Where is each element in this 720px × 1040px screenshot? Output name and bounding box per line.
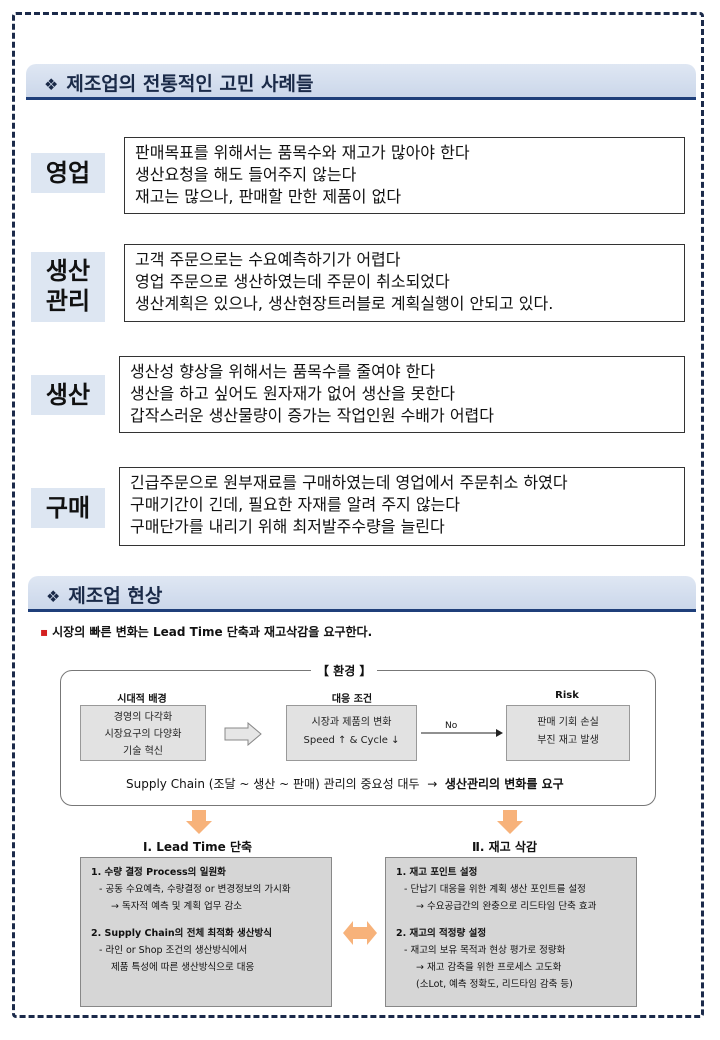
section-title-text: 제조업의 전통적인 고민 사례들 [66,73,314,95]
issue-line: 판매목표를 위해서는 품목수와 재고가 많아야 한다 [135,143,470,162]
lead-time-heading: Ⅰ. Lead Time 단축 [143,840,253,854]
issue-box-production-mgmt: 고객 주문으로는 수요예측하기가 어렵다 영업 주문으로 생산하였는데 주문이 … [124,244,685,322]
supply-chain-statement: Supply Chain (조달 ~ 생산 ~ 판매) 관리의 중요성 대두 →… [126,777,564,791]
issue-line: 생산성 향상을 위해서는 품목수를 줄여야 한다 [130,362,436,381]
section-title: ❖ 제조업 현상 [46,581,162,608]
col-head-risk: Risk [555,690,579,701]
issue-line: 고객 주문으로는 수요예측하기가 어렵다 [135,250,401,269]
page-frame [12,12,704,1018]
issue-line: 영업 주문으로 생산하였는데 주문이 취소되었다 [135,272,450,291]
section-title-text: 제조업 현상 [68,585,163,607]
background-box: 경영의 다각화 시장요구의 다양화 기술 혁신 [80,705,206,761]
response-box: 시장과 제품의 변화 Speed ↑ & Cycle ↓ [286,705,417,761]
lead-time-panel: 1. 수량 결정 Process의 일원화 - 공동 수요예측, 수량결정 or… [80,857,332,1007]
col-head-response: 대응 조건 [331,694,373,705]
col-head-background: 시대적 배경 [117,694,167,705]
environment-title: 【 환경 】 [311,662,378,679]
down-arrow-icon [497,810,523,834]
double-arrow-icon [343,921,377,945]
inventory-heading: Ⅱ. 재고 삭감 [472,840,537,854]
diamond-bullet-icon: ❖ [46,587,61,606]
down-arrow-icon [186,810,212,834]
issue-line: 생산을 하고 싶어도 원자재가 없어 생산을 못한다 [130,384,455,403]
section-header-traditional: ❖ 제조업의 전통적인 고민 사례들 [26,64,696,100]
square-bullet-icon: ▪ [40,625,49,639]
section-title: ❖ 제조업의 전통적인 고민 사례들 [44,69,313,96]
category-label-purchasing: 구매 [31,488,105,528]
issue-line: 생산계획은 있으나, 생산현장트러블로 계획실행이 안되고 있다. [135,294,554,313]
bullet-statement: ▪시장의 빠른 변화는 Lead Time 단축과 재고삭감을 요구한다. [40,625,373,639]
category-label-production-mgmt: 생산 관리 [31,252,105,322]
issue-box-purchasing: 긴급주문으로 원부재료를 구매하였는데 영업에서 주문취소 하였다 구매기간이 … [119,467,685,546]
issue-line: 구매단가를 내리기 위해 최저발주수량을 늘린다 [130,517,445,536]
thin-arrow-icon [421,729,503,737]
issue-box-production: 생산성 향상을 위해서는 품목수를 줄여야 한다 생산을 하고 싶어도 원자재가… [119,356,685,433]
no-label: No [445,721,458,731]
section-header-current: ❖ 제조업 현상 [28,576,696,612]
inventory-panel: 1. 재고 포인트 설정 - 단납기 대응을 위한 계획 생산 포인트를 설정 … [385,857,637,1007]
category-label-sales: 영업 [31,153,105,193]
issue-line: 긴급주문으로 원부재료를 구매하였는데 영업에서 주문취소 하였다 [130,473,568,492]
diamond-bullet-icon: ❖ [44,75,59,94]
issue-line: 갑작스러운 생산물량이 증가는 작업인원 수배가 어렵다 [130,406,494,425]
issue-line: 구매기간이 긴데, 필요한 자재를 알려 주지 않는다 [130,495,461,514]
issue-line: 재고는 많으나, 판매할 만한 제품이 없다 [135,187,402,206]
category-label-production: 생산 [31,375,105,415]
issue-line: 생산요청을 해도 들어주지 않는다 [135,165,357,184]
risk-box: 판매 기회 손실 부진 재고 발생 [506,705,630,761]
issue-box-sales: 판매목표를 위해서는 품목수와 재고가 많아야 한다 생산요청을 해도 들어주지… [124,137,685,214]
right-arrow-icon [224,722,262,746]
